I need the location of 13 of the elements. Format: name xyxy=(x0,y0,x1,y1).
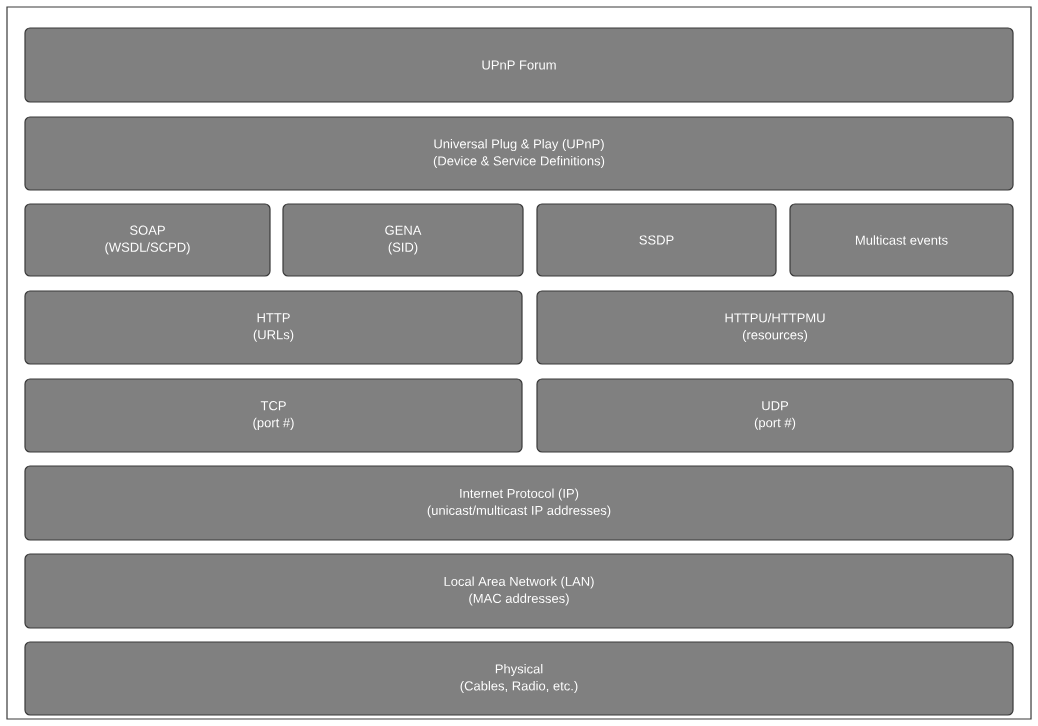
layer-box: SOAP (WSDL/SCPD) xyxy=(24,203,271,277)
layer-box: Multicast events xyxy=(789,203,1014,277)
layer-box: GENA (SID) xyxy=(282,203,524,277)
layer-box: HTTPU/HTTPMU (resources) xyxy=(536,290,1014,365)
layer-box: Universal Plug & Play (UPnP) (Device & Service Definitions) xyxy=(24,116,1014,191)
layer-box: Local Area Network (LAN) (MAC addresses) xyxy=(24,553,1014,629)
layer-box: SSDP xyxy=(536,203,777,277)
layer-box: UPnP Forum xyxy=(24,27,1014,103)
layer-box: Internet Protocol (IP) (unicast/multicast IP addresses) xyxy=(24,465,1014,541)
layer-box: Physical (Cables, Radio, etc.) xyxy=(24,641,1014,716)
layer-box: TCP (port #) xyxy=(24,378,523,453)
layer-box: UDP (port #) xyxy=(536,378,1014,453)
layer-box: HTTP (URLs) xyxy=(24,290,523,365)
